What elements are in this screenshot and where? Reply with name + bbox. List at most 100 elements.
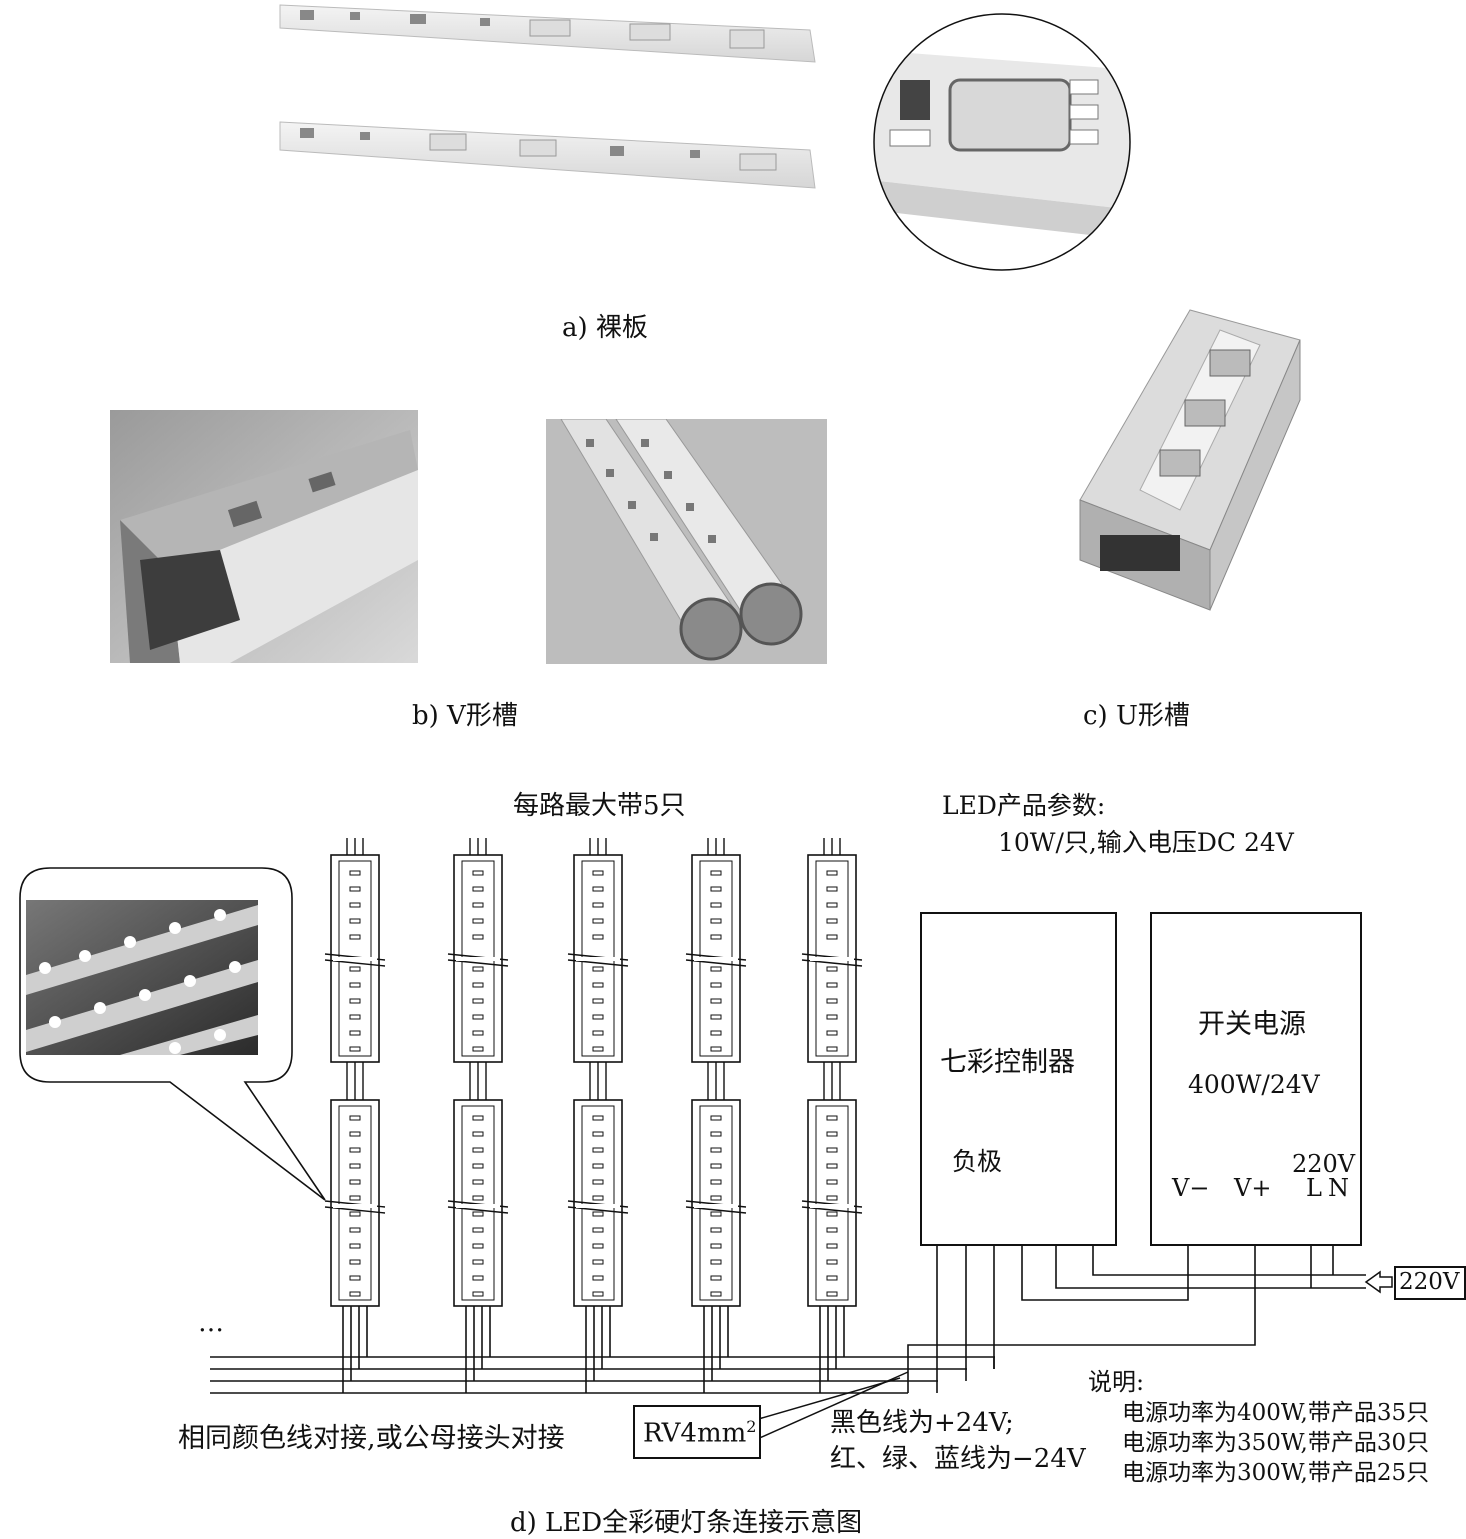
led-chip — [826, 1147, 838, 1153]
led-chip — [826, 886, 838, 892]
led-chip — [592, 934, 604, 940]
led-chip — [826, 1259, 838, 1265]
led-chip — [710, 1030, 722, 1036]
led-chip — [349, 1195, 361, 1201]
led-chip — [472, 934, 484, 940]
led-chip — [472, 902, 484, 908]
led-chip — [592, 1163, 604, 1169]
led-chip — [592, 982, 604, 988]
led-chip — [826, 1046, 838, 1052]
led-chip — [710, 1227, 722, 1233]
led-chip — [472, 1115, 484, 1121]
led-chip — [592, 1259, 604, 1265]
led-chip — [349, 1291, 361, 1297]
led-chip — [710, 982, 722, 988]
led-chip — [592, 998, 604, 1004]
caption-a: a) 裸板 — [562, 313, 648, 343]
led-chip — [592, 1014, 604, 1020]
led-chip — [592, 1115, 604, 1121]
led-chip — [710, 998, 722, 1004]
led-chip — [826, 998, 838, 1004]
led-chip — [472, 1211, 484, 1217]
led-chip — [472, 1147, 484, 1153]
join-note: 相同颜色线对接,或公母接头对接 — [178, 1423, 565, 1454]
led-chip — [349, 1243, 361, 1249]
led-chip — [349, 870, 361, 876]
psu-220v: 220V — [1292, 1150, 1356, 1178]
led-chip — [592, 1179, 604, 1185]
led-chip — [826, 966, 838, 972]
led-chip — [826, 982, 838, 988]
cable-spec-box: RV4mm2 — [633, 1405, 761, 1459]
note-1: 电源功率为400W,带产品35只 — [1122, 1400, 1430, 1426]
psu-vminus: V− — [1172, 1174, 1210, 1202]
led-chip — [472, 886, 484, 892]
led-chip — [349, 1115, 361, 1121]
mains-input-box: 220V — [1394, 1266, 1466, 1300]
led-chip — [472, 1243, 484, 1249]
led-strip-unit — [330, 854, 380, 1063]
led-chip — [472, 1227, 484, 1233]
led-chip — [826, 1179, 838, 1185]
led-chip — [472, 1275, 484, 1281]
params-value: 10W/只,输入电压DC 24V — [998, 828, 1294, 857]
led-chip — [592, 966, 604, 972]
led-strip-column-4 — [685, 838, 747, 1307]
led-chip — [349, 982, 361, 988]
led-chip — [592, 1227, 604, 1233]
led-strip-unit — [573, 854, 623, 1063]
params-title: LED产品参数: — [942, 791, 1106, 820]
led-chip — [710, 870, 722, 876]
wire-note-2: 红、绿、蓝线为−24V — [830, 1444, 1086, 1474]
led-chip — [349, 902, 361, 908]
led-chip — [592, 1131, 604, 1137]
led-chip — [826, 1275, 838, 1281]
led-chip — [710, 1195, 722, 1201]
led-chip — [710, 934, 722, 940]
max-per-channel-label: 每路最大带5只 — [513, 791, 686, 821]
led-chip — [710, 1014, 722, 1020]
led-chip — [472, 870, 484, 876]
led-chip — [349, 966, 361, 972]
psu-vplus: V+ — [1234, 1174, 1272, 1202]
led-chip — [592, 1275, 604, 1281]
led-chip — [349, 1211, 361, 1217]
led-chip — [826, 1291, 838, 1297]
ellipsis: … — [198, 1308, 224, 1338]
led-chip — [826, 918, 838, 924]
led-chip — [472, 982, 484, 988]
led-strip-unit — [807, 854, 857, 1063]
note-2: 电源功率为350W,带产品30只 — [1122, 1430, 1430, 1456]
led-chip — [592, 918, 604, 924]
led-chip — [710, 1211, 722, 1217]
led-chip — [349, 1227, 361, 1233]
led-chip — [826, 1163, 838, 1169]
led-chip — [710, 1046, 722, 1052]
led-chip — [472, 966, 484, 972]
led-strip-column-2 — [447, 838, 509, 1307]
led-chip — [710, 1131, 722, 1137]
led-strip-unit — [453, 1099, 503, 1307]
caption-d: d) LED全彩硬灯条连接示意图 — [510, 1508, 863, 1538]
led-strip-unit — [691, 854, 741, 1063]
psu-title: 开关电源 — [1198, 1009, 1306, 1040]
led-chip — [349, 1030, 361, 1036]
bare-board-strips — [279, 4, 816, 189]
led-chip — [349, 1131, 361, 1137]
led-chip — [826, 1243, 838, 1249]
led-chip — [592, 870, 604, 876]
led-chip — [349, 998, 361, 1004]
led-chip — [472, 1030, 484, 1036]
led-chip — [826, 870, 838, 876]
led-chip — [349, 886, 361, 892]
led-chip — [592, 886, 604, 892]
led-chip — [472, 1195, 484, 1201]
led-chip — [710, 1115, 722, 1121]
led-chip — [710, 1147, 722, 1153]
bare-board-zoom-circle — [870, 10, 1134, 274]
caption-c: c) U形槽 — [1083, 701, 1190, 731]
led-chip — [349, 1014, 361, 1020]
caption-b: b) V形槽 — [412, 701, 518, 731]
led-chip — [349, 1147, 361, 1153]
